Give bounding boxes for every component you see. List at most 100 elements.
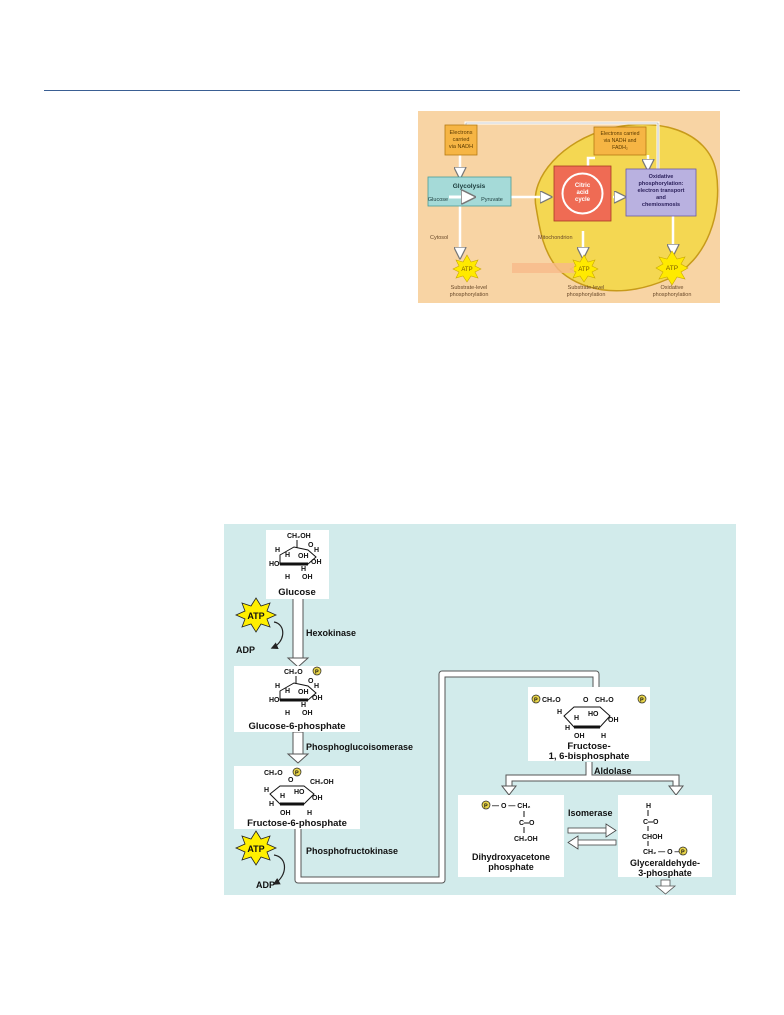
- svg-text:CH₂OH: CH₂OH: [514, 836, 538, 843]
- svg-text:CH₂O: CH₂O: [284, 669, 303, 676]
- svg-text:H: H: [557, 709, 562, 716]
- svg-text:HO: HO: [269, 561, 280, 568]
- svg-text:HO: HO: [588, 711, 599, 718]
- g3p-title-line2: 3-phosphate: [638, 868, 692, 878]
- fbp-box: [528, 687, 650, 761]
- glycolysis-pathway-svg: CH₂OH O H H H OH OH HO H H OH Glucose AT…: [234, 530, 712, 895]
- svg-text:H: H: [275, 683, 280, 690]
- svg-text:H: H: [314, 547, 319, 554]
- caption-middle-line1: Substrate-level: [568, 285, 605, 291]
- svg-text:OH: OH: [280, 810, 291, 817]
- svg-text:H: H: [301, 566, 306, 573]
- cytosol-label: Cytosol: [430, 235, 448, 241]
- atp-burst-1: [235, 597, 277, 633]
- glucose-structure: CH₂OH O H H H OH OH HO H H OH: [269, 533, 322, 581]
- oxidative-line2: phosphorylation:: [639, 181, 684, 187]
- caption-left-line1: Substrate-level: [451, 285, 488, 291]
- svg-text:P: P: [295, 771, 299, 777]
- svg-text:H: H: [280, 793, 285, 800]
- svg-text:OH: OH: [302, 710, 313, 717]
- glucose-label: Glucose: [428, 197, 448, 203]
- caption-middle-line2: phosphorylation: [567, 292, 606, 298]
- arrow-g6p-to-f6p: [286, 731, 310, 764]
- citric-line1: Citric: [575, 183, 591, 189]
- mitochondrion-label: Mitochondrion: [538, 235, 573, 241]
- svg-text:CHOH: CHOH: [642, 834, 663, 841]
- isomerase-arrow-left: [567, 835, 617, 850]
- svg-text:CH₂OH: CH₂OH: [287, 533, 311, 540]
- split-arrow-outer: [505, 762, 680, 788]
- atp-left-label: ATP: [461, 267, 472, 273]
- g3p-structure: H C═O CHOH CH₂ — O — P: [642, 803, 688, 856]
- split-arrowhead-right: [667, 785, 685, 796]
- svg-text:H: H: [269, 801, 274, 808]
- f6p-structure: CH₂O P O CH₂OH H HO H OH H OH H: [264, 767, 334, 817]
- svg-text:H: H: [285, 688, 290, 695]
- atp-burst-middle: [569, 254, 599, 283]
- svg-text:OH: OH: [311, 559, 322, 566]
- electrons-nadh-line2: carried: [453, 137, 470, 143]
- atp-2-label: ATP: [247, 844, 264, 854]
- oxidative-box: [625, 168, 697, 217]
- svg-text:CH₂O: CH₂O: [264, 770, 283, 777]
- svg-text:P: P: [484, 804, 488, 810]
- atp-adp-curve-1: [270, 621, 284, 650]
- phosphofructokinase-label: Phosphofructokinase: [306, 846, 398, 856]
- atp-middle-label: ATP: [578, 267, 589, 273]
- caption-right-line1: Oxidative: [661, 285, 684, 291]
- svg-text:OH: OH: [312, 695, 323, 702]
- glycolysis-title: Glycolysis: [453, 183, 486, 190]
- svg-text:H: H: [285, 552, 290, 559]
- svg-text:H: H: [307, 810, 312, 817]
- svg-text:H: H: [301, 702, 306, 709]
- svg-text:HO: HO: [269, 697, 280, 704]
- svg-text:C═O: C═O: [643, 819, 659, 826]
- svg-text:H: H: [314, 683, 319, 690]
- citric-cycle-ring: [561, 172, 604, 215]
- f6p-box: [234, 766, 360, 829]
- svg-text:CH₂O: CH₂O: [542, 697, 561, 704]
- glycolysis-pathway-diagram: CH₂OH O H H H OH OH HO H H OH Glucose AT…: [224, 524, 736, 895]
- dhap-structure: P — O — CH₂ C═O CH₂OH: [481, 800, 538, 843]
- g3p-continue-arrow: [654, 879, 677, 895]
- long-pathway-arrow-inner: [295, 671, 599, 883]
- arrow-citric-to-electrons: [586, 156, 595, 166]
- adp-2-label: ADP: [256, 880, 275, 890]
- citric-line2: acid: [576, 190, 588, 196]
- g3p-box: [618, 795, 712, 877]
- aldolase-label: Aldolase: [594, 766, 632, 776]
- svg-text:CH₂ — O —: CH₂ — O —: [643, 849, 682, 856]
- svg-text:OH: OH: [608, 717, 619, 724]
- respiration-overview-svg: Electrons carried via NADH Electrons car…: [427, 121, 719, 298]
- oxidative-line4: and: [656, 195, 666, 201]
- svg-text:O: O: [288, 777, 294, 784]
- svg-text:C═O: C═O: [519, 820, 535, 827]
- isomerase-label: Isomerase: [568, 808, 613, 818]
- svg-text:CH₂O: CH₂O: [595, 697, 614, 704]
- phosphoglucoisomerase-label: Phosphoglucoisomerase: [306, 742, 413, 752]
- hexokinase-label: Hexokinase: [306, 628, 356, 638]
- electrons-fadh-line2: via NADH and: [604, 138, 637, 144]
- svg-text:P: P: [640, 698, 644, 704]
- svg-text:H: H: [275, 547, 280, 554]
- g6p-structure: CH₂O P O H H H OH OH HO H H OH: [269, 666, 323, 717]
- svg-text:P: P: [681, 850, 685, 856]
- svg-text:OH: OH: [298, 553, 309, 560]
- svg-text:H: H: [285, 574, 290, 581]
- electrons-nadh-fadh2-box: [593, 126, 647, 156]
- svg-text:P: P: [315, 670, 319, 676]
- citric-line3: cycle: [575, 197, 591, 203]
- oxidative-line1: Oxidative: [649, 174, 674, 180]
- svg-text:OH: OH: [302, 574, 313, 581]
- electrons-nadh-box: [444, 124, 478, 156]
- svg-text:OH: OH: [312, 795, 323, 802]
- dhap-title-line2: phosphate: [488, 862, 534, 872]
- oxidative-line5: chemiosmosis: [642, 202, 680, 208]
- svg-text:O: O: [308, 542, 314, 549]
- svg-text:OH: OH: [574, 733, 585, 740]
- svg-text:H: H: [264, 787, 269, 794]
- dhap-box: [458, 795, 564, 877]
- svg-text:O: O: [583, 697, 589, 704]
- g6p-title: Glucose-6-phosphate: [248, 721, 345, 732]
- svg-text:O: O: [308, 678, 314, 685]
